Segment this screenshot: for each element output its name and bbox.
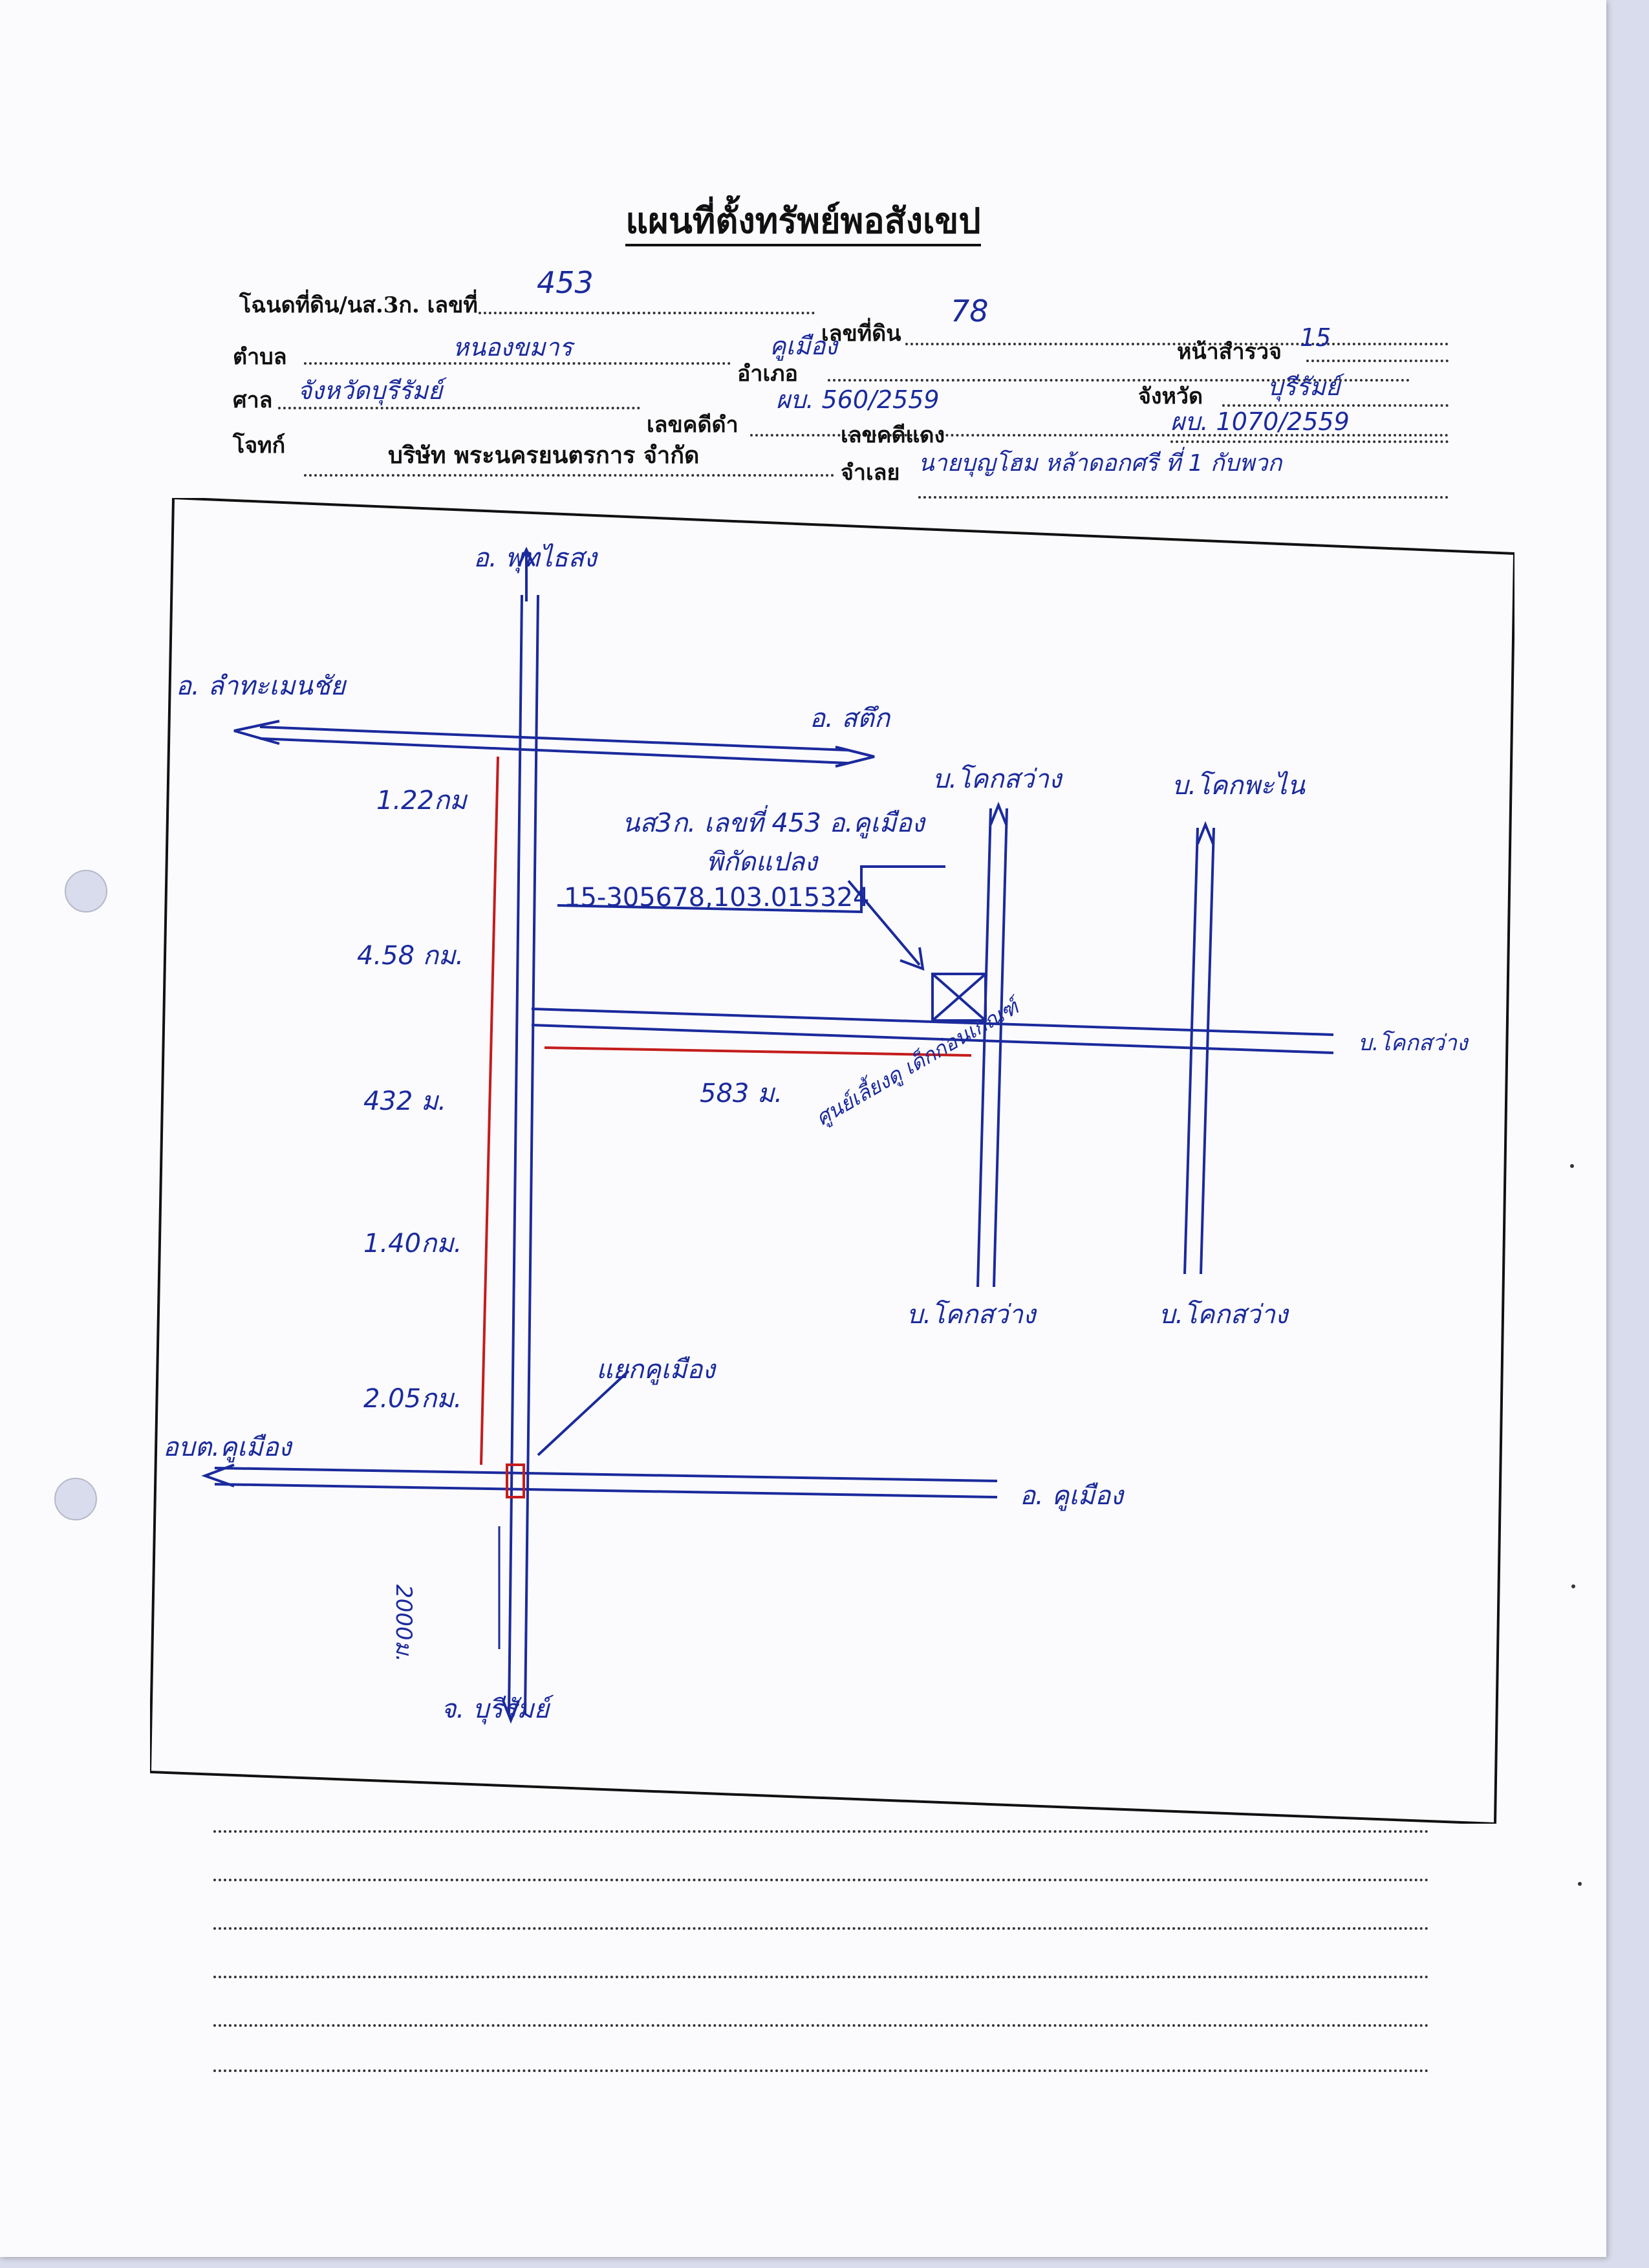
label-north: อ. พุทไธสง xyxy=(473,543,597,573)
red-case-value: ผบ. 1070/2559 xyxy=(1170,407,1350,436)
junction-label: แยกคูเมือง xyxy=(596,1355,715,1385)
distance-3: 432 ม. xyxy=(363,1086,447,1116)
label-lane2-bottom: บ.โคกสว่าง xyxy=(1159,1300,1288,1330)
footer-line-4 xyxy=(213,1976,1429,1978)
page-title: แผนที่ตั้งทรัพย์พอสังเขป xyxy=(0,193,1606,248)
province-value: บุรีรัมย์ xyxy=(1267,373,1341,401)
land-no-label: เลขที่ดิน xyxy=(821,321,901,347)
label-lane1-top: บ.โคกสว่าง xyxy=(932,764,1062,794)
map-drawing xyxy=(150,498,1514,1824)
distance-side: 583 ม. xyxy=(700,1079,783,1108)
black-case-value: ผบ. 560/2559 xyxy=(776,385,940,414)
defendant-value: นายบุญโฮม หล้าดอกศรี ที่ 1 กับพวก xyxy=(918,450,1282,477)
plaintiff-label: โจทก์ xyxy=(233,433,286,459)
footer-line-5 xyxy=(213,2024,1429,2027)
survey-page-value: 15 xyxy=(1300,323,1331,352)
distance-1: 1.22กม xyxy=(376,786,467,815)
form-row-tambon: ตำบล หนองขมาร อำเภอ คูเมือง หน้าสำรวจ 15 xyxy=(233,323,1449,387)
black-case-label: เลขคดีดำ xyxy=(647,412,738,438)
distance-4: 1.40กม. xyxy=(363,1229,462,1258)
court-value: จังหวัดบุรีรัมย์ xyxy=(297,376,443,405)
province-label: จังหวัด xyxy=(1138,383,1203,409)
red-case-label: เลขคดีแดง xyxy=(841,422,945,448)
punch-hole-bottom xyxy=(54,1478,97,1520)
distance-5: 2.05กม. xyxy=(363,1384,462,1414)
deed-coords: 15-305678,103.015324 xyxy=(564,883,870,913)
deed-value: 453 xyxy=(537,265,594,300)
footer-line-6 xyxy=(213,2069,1429,2072)
footer-line-2 xyxy=(213,1879,1429,1881)
label-east-bottom: อ. คูเมือง xyxy=(1020,1481,1123,1511)
punch-hole-top xyxy=(65,870,107,913)
footer-line-3 xyxy=(213,1927,1429,1930)
deed-note: นส3ก. เลขที่ 453 อ.คูเมือง xyxy=(622,808,925,838)
form-row-deed: โฉนดที่ดิน/นส.3ก. เลขที่ 453 เลขที่ดิน 7… xyxy=(233,265,1449,347)
label-lane2-top: บ.โคกพะไน xyxy=(1172,771,1305,801)
label-east-top: อ. สตึก xyxy=(810,704,890,733)
form-row-court: ศาล จังหวัดบุรีรัมย์ เลขคดีดำ ผบ. 560/25… xyxy=(233,373,1449,438)
label-west-top: อ. ลำทะเมนชัย xyxy=(176,671,346,701)
defendant-label: จำเลย xyxy=(841,460,900,486)
footer-line-1 xyxy=(213,1830,1429,1833)
label-west-bottom: อบต.คูเมือง xyxy=(163,1432,292,1462)
label-south: จ. บุรีรัมย์ xyxy=(441,1694,550,1724)
deed-note-coords-label: พิกัดแปลง xyxy=(706,847,817,877)
plaintiff-value: บริษัท พระนครยนตรการ จำกัด xyxy=(388,442,700,469)
south-distance: 2000ม. xyxy=(391,1584,416,1662)
document-page: แผนที่ตั้งทรัพย์พอสังเขป โฉนดที่ดิน/นส.3… xyxy=(0,0,1606,2257)
land-no-value: 78 xyxy=(951,294,989,329)
distance-2: 4.58 กม. xyxy=(357,941,464,971)
tambon-value: หนองขมาร xyxy=(453,333,573,362)
label-lane1-bottom: บ.โคกสว่าง xyxy=(907,1300,1036,1330)
label-lane-right: บ.โคกสว่าง xyxy=(1358,1030,1468,1056)
court-label: ศาล xyxy=(233,387,273,413)
amphoe-label: อำเภอ xyxy=(737,361,798,387)
location-map: อ. พุทไธสง อ. ลำทะเมนชัย อ. สตึก บ.โคกสว… xyxy=(150,498,1514,1824)
form-row-plaintiff: โจทก์ บริษัท พระนครยนตรการ จำกัด เลขคดีแ… xyxy=(233,407,1449,499)
deed-label: โฉนดที่ดิน/นส.3ก. เลขที่ xyxy=(239,292,478,318)
survey-page-label: หน้าสำรวจ xyxy=(1177,339,1282,365)
amphoe-value: คูเมือง xyxy=(770,332,837,360)
tambon-label: ตำบล xyxy=(233,344,287,370)
